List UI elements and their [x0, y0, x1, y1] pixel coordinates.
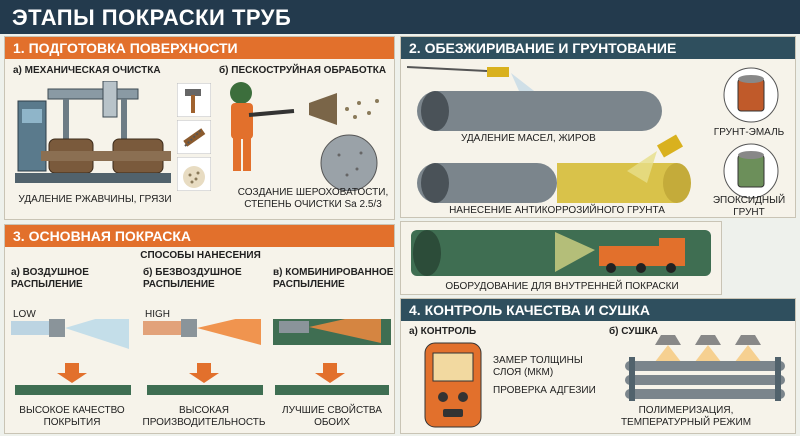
panel-quality-drying: 4. КОНТРОЛЬ КАЧЕСТВА И СУШКА а) КОНТРОЛЬ…	[400, 298, 796, 434]
cleaning-machine-icon	[15, 81, 171, 183]
panel-degrease-prime: 2. ОБЕЗЖИРИВАНИЕ И ГРУНТОВАНИЕ УДАЛЕНИЕ …	[400, 36, 796, 218]
method-combined-label-2: РАСПЫЛЕНИЕ	[273, 279, 345, 290]
drying-label: б) СУШКА	[609, 326, 658, 337]
epoxy-primer-can-icon	[723, 143, 779, 199]
sandblast-label: б) ПЕСКОСТРУЙНАЯ ОБРАБОТКА	[219, 65, 387, 76]
control-item-adhesion: ПРОВЕРКА АДГЕЗИИ	[493, 385, 596, 396]
panel-main-painting: 3. ОСНОВНАЯ ПОКРАСКА СПОСОБЫ НАНЕСЕНИЯ а…	[4, 224, 395, 434]
drying-caption-2: ТЕМПЕРАТУРНЫЙ РЕЖИМ	[620, 417, 752, 428]
section-heading-degrease: 2. ОБЕЗЖИРИВАНИЕ И ГРУНТОВАНИЕ	[401, 37, 795, 59]
result-combined-2: ОБОИХ	[314, 417, 350, 428]
section-heading-prep: 1. ПОДГОТОВКА ПОВЕРХНОСТИ	[5, 37, 394, 59]
hammer-icon	[177, 83, 211, 117]
panel-inner-painting: ОБОРУДОВАНИЕ ДЛЯ ВНУТРЕННЕЙ ПОКРАСКИ	[400, 221, 722, 295]
epoxy-primer-label-1: ЭПОКСИДНЫЙ	[712, 195, 786, 206]
combined-spray-illustration	[273, 319, 391, 395]
section-heading-qc: 4. КОНТРОЛЬ КАЧЕСТВА И СУШКА	[401, 299, 795, 321]
result-airless-1: ВЫСОКАЯ	[178, 405, 230, 416]
enamel-primer-label: ГРУНТ-ЭМАЛЬ	[713, 127, 785, 138]
drying-caption-1: ПОЛИМЕРИЗАЦИЯ,	[638, 405, 734, 416]
page-title: ЭТАПЫ ПОКРАСКИ ТРУБ	[12, 5, 292, 30]
wire-brush-icon	[177, 120, 211, 154]
result-combined-1: ЛУЧШИЕ СВОЙСТВА	[282, 405, 382, 416]
enamel-primer-can-icon	[723, 67, 779, 123]
thickness-gauge-icon	[424, 342, 482, 428]
air-spray-illustration	[11, 319, 131, 395]
result-airless-2: ПРОИЗВОДИТЕЛЬНОСТЬ	[142, 417, 266, 428]
abrasive-grit-icon	[177, 157, 211, 191]
control-item-thickness-2: СЛОЯ (МКМ)	[493, 367, 554, 378]
high-pressure-label: HIGH	[145, 309, 170, 320]
degrease-caption: УДАЛЕНИЕ МАСЕЛ, ЖИРОВ	[461, 133, 596, 144]
low-pressure-label: LOW	[13, 309, 36, 320]
primer-caption: НАНЕСЕНИЕ АНТИКОРРОЗИЙНОГО ГРУНТА	[449, 205, 665, 216]
result-air-1: ВЫСОКОЕ КАЧЕСТВО	[19, 405, 125, 416]
sandblast-caption-1: СОЗДАНИЕ ШЕРОХОВАТОСТИ,	[237, 187, 389, 198]
section-heading-paint: 3. ОСНОВНАЯ ПОКРАСКА	[5, 225, 394, 247]
mech-cleaning-label: а) МЕХАНИЧЕСКАЯ ОЧИСТКА	[13, 65, 161, 76]
methods-title: СПОСОБЫ НАНЕСЕНИЯ	[140, 250, 261, 261]
epoxy-primer-label-2: ГРУНТ	[733, 207, 765, 218]
inner-painting-caption: ОБОРУДОВАНИЕ ДЛЯ ВНУТРЕННЕЙ ПОКРАСКИ	[445, 281, 679, 292]
control-label: а) КОНТРОЛЬ	[409, 326, 477, 337]
title-bar	[0, 0, 800, 34]
mech-cleaning-caption: УДАЛЕНИЕ РЖАВЧИНЫ, ГРЯЗИ	[18, 194, 172, 205]
result-air-2: ПОКРЫТИЯ	[43, 417, 101, 428]
drying-oven-illustration	[625, 335, 785, 401]
method-air-label-2: РАСПЫЛЕНИЕ	[11, 279, 83, 290]
degrease-pipes-illustration	[407, 66, 691, 203]
method-airless-label-1: б) БЕЗВОЗДУШНОЕ	[143, 267, 242, 278]
method-combined-label-1: в) КОМБИНИРОВАННОЕ	[273, 267, 394, 278]
sandblast-caption-2: СТЕПЕНЬ ОЧИСТКИ Sa 2.5/3	[244, 199, 382, 210]
inner-painting-pipe-illustration	[411, 230, 711, 276]
sandblaster-worker-icon	[230, 82, 379, 191]
panel-surface-prep: 1. ПОДГОТОВКА ПОВЕРХНОСТИ а) МЕХАНИЧЕСКА…	[4, 36, 395, 220]
method-airless-label-2: РАСПЫЛЕНИЕ	[143, 279, 215, 290]
method-air-label-1: а) ВОЗДУШНОЕ	[11, 267, 89, 278]
control-item-thickness-1: ЗАМЕР ТОЛЩИНЫ	[493, 355, 583, 366]
airless-spray-illustration	[143, 319, 263, 395]
